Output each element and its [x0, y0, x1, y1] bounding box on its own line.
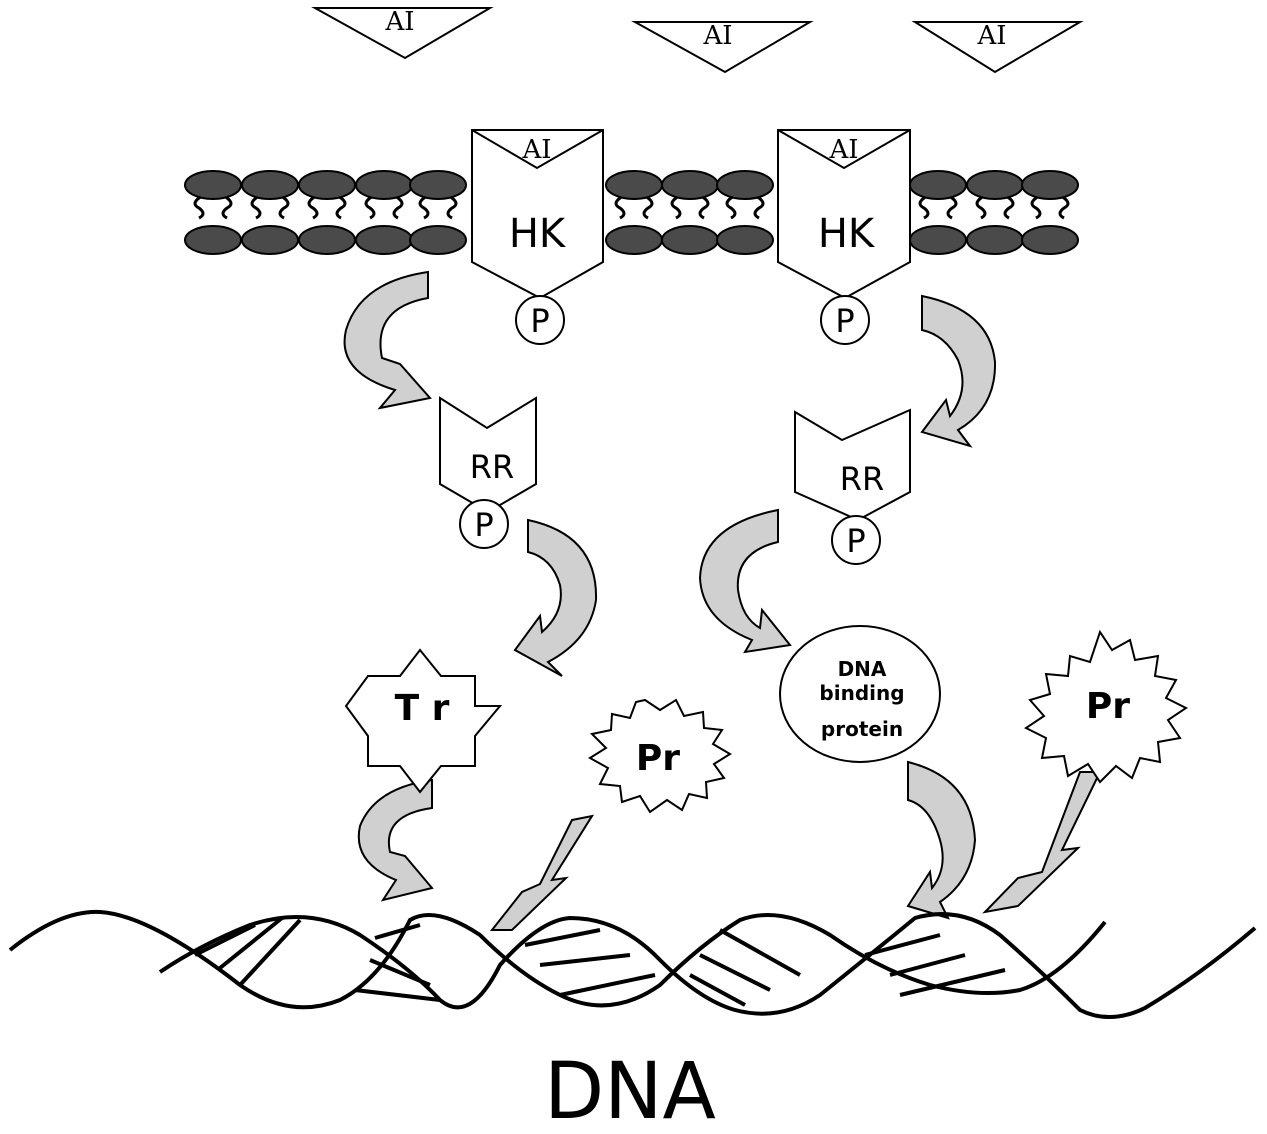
- pr-label: Pr: [636, 738, 680, 779]
- arrow-hk-to-rr-right: [920, 294, 997, 448]
- arrow-pr-to-dna-left: [489, 814, 595, 931]
- histidine-kinase-2: AI HK P: [777, 129, 911, 345]
- arrow-rr-to-dna-binding: [698, 508, 792, 654]
- phosphate-circle: [831, 515, 881, 565]
- autoinducer-3: AI: [911, 21, 1084, 74]
- protein-starburst-2: Pr: [1024, 629, 1188, 784]
- autoinducer-label: AI: [384, 7, 414, 37]
- phosphate-circle: [459, 499, 509, 549]
- dna-label: DNA: [544, 1047, 716, 1134]
- arrow-dna-binding-to-dna: [906, 760, 977, 920]
- rr-label: RR: [470, 448, 514, 486]
- dna-strand-a: [8, 909, 931, 1010]
- hk-label: HK: [509, 211, 567, 257]
- phosphate-label: P: [474, 506, 493, 544]
- pr-label: Pr: [1086, 686, 1130, 727]
- response-regulator-1: RR P: [439, 396, 537, 549]
- arrow-rr-to-tr: [513, 518, 598, 677]
- phosphate-label: P: [846, 522, 865, 560]
- dna-binding-label-line2: binding: [819, 681, 904, 705]
- hk-label: HK: [818, 211, 876, 257]
- dna-strand-a-cont: [929, 920, 1107, 996]
- histidine-kinase-1: AI HK P: [471, 129, 604, 345]
- phosphate-circle: [515, 295, 565, 345]
- dna-double-helix: [8, 909, 1257, 1020]
- cell-membrane: [184, 170, 1079, 255]
- dna-binding-label-line1: DNA: [838, 657, 887, 681]
- dna-binding-protein: DNA binding protein: [779, 625, 941, 763]
- dna-strand-b: [158, 912, 1257, 1020]
- dna-base-pairs: [194, 916, 1006, 1007]
- arrow-hk-to-rr-left: [343, 270, 432, 410]
- transcription-regulator-star: T r: [344, 648, 503, 794]
- autoinducer-2: AI: [631, 21, 814, 74]
- phosphate-circle: [820, 295, 870, 345]
- phosphate-label: P: [835, 302, 854, 340]
- response-regulator-2: RR P: [794, 408, 911, 565]
- arrow-tr-to-dna: [357, 778, 434, 902]
- hk-ai-label: AI: [521, 135, 551, 165]
- tr-label: T r: [395, 688, 450, 729]
- rr-label: RR: [840, 460, 884, 498]
- phosphate-label: P: [530, 302, 549, 340]
- protein-starburst-1: Pr: [588, 698, 732, 814]
- autoinducer-label: AI: [702, 21, 732, 51]
- autoinducer-label: AI: [976, 21, 1006, 51]
- arrow-pr-to-dna-right: [982, 771, 1102, 914]
- hk-ai-label: AI: [828, 135, 858, 165]
- dna-binding-label-line3: protein: [821, 717, 903, 741]
- autoinducer-1: AI: [311, 7, 494, 60]
